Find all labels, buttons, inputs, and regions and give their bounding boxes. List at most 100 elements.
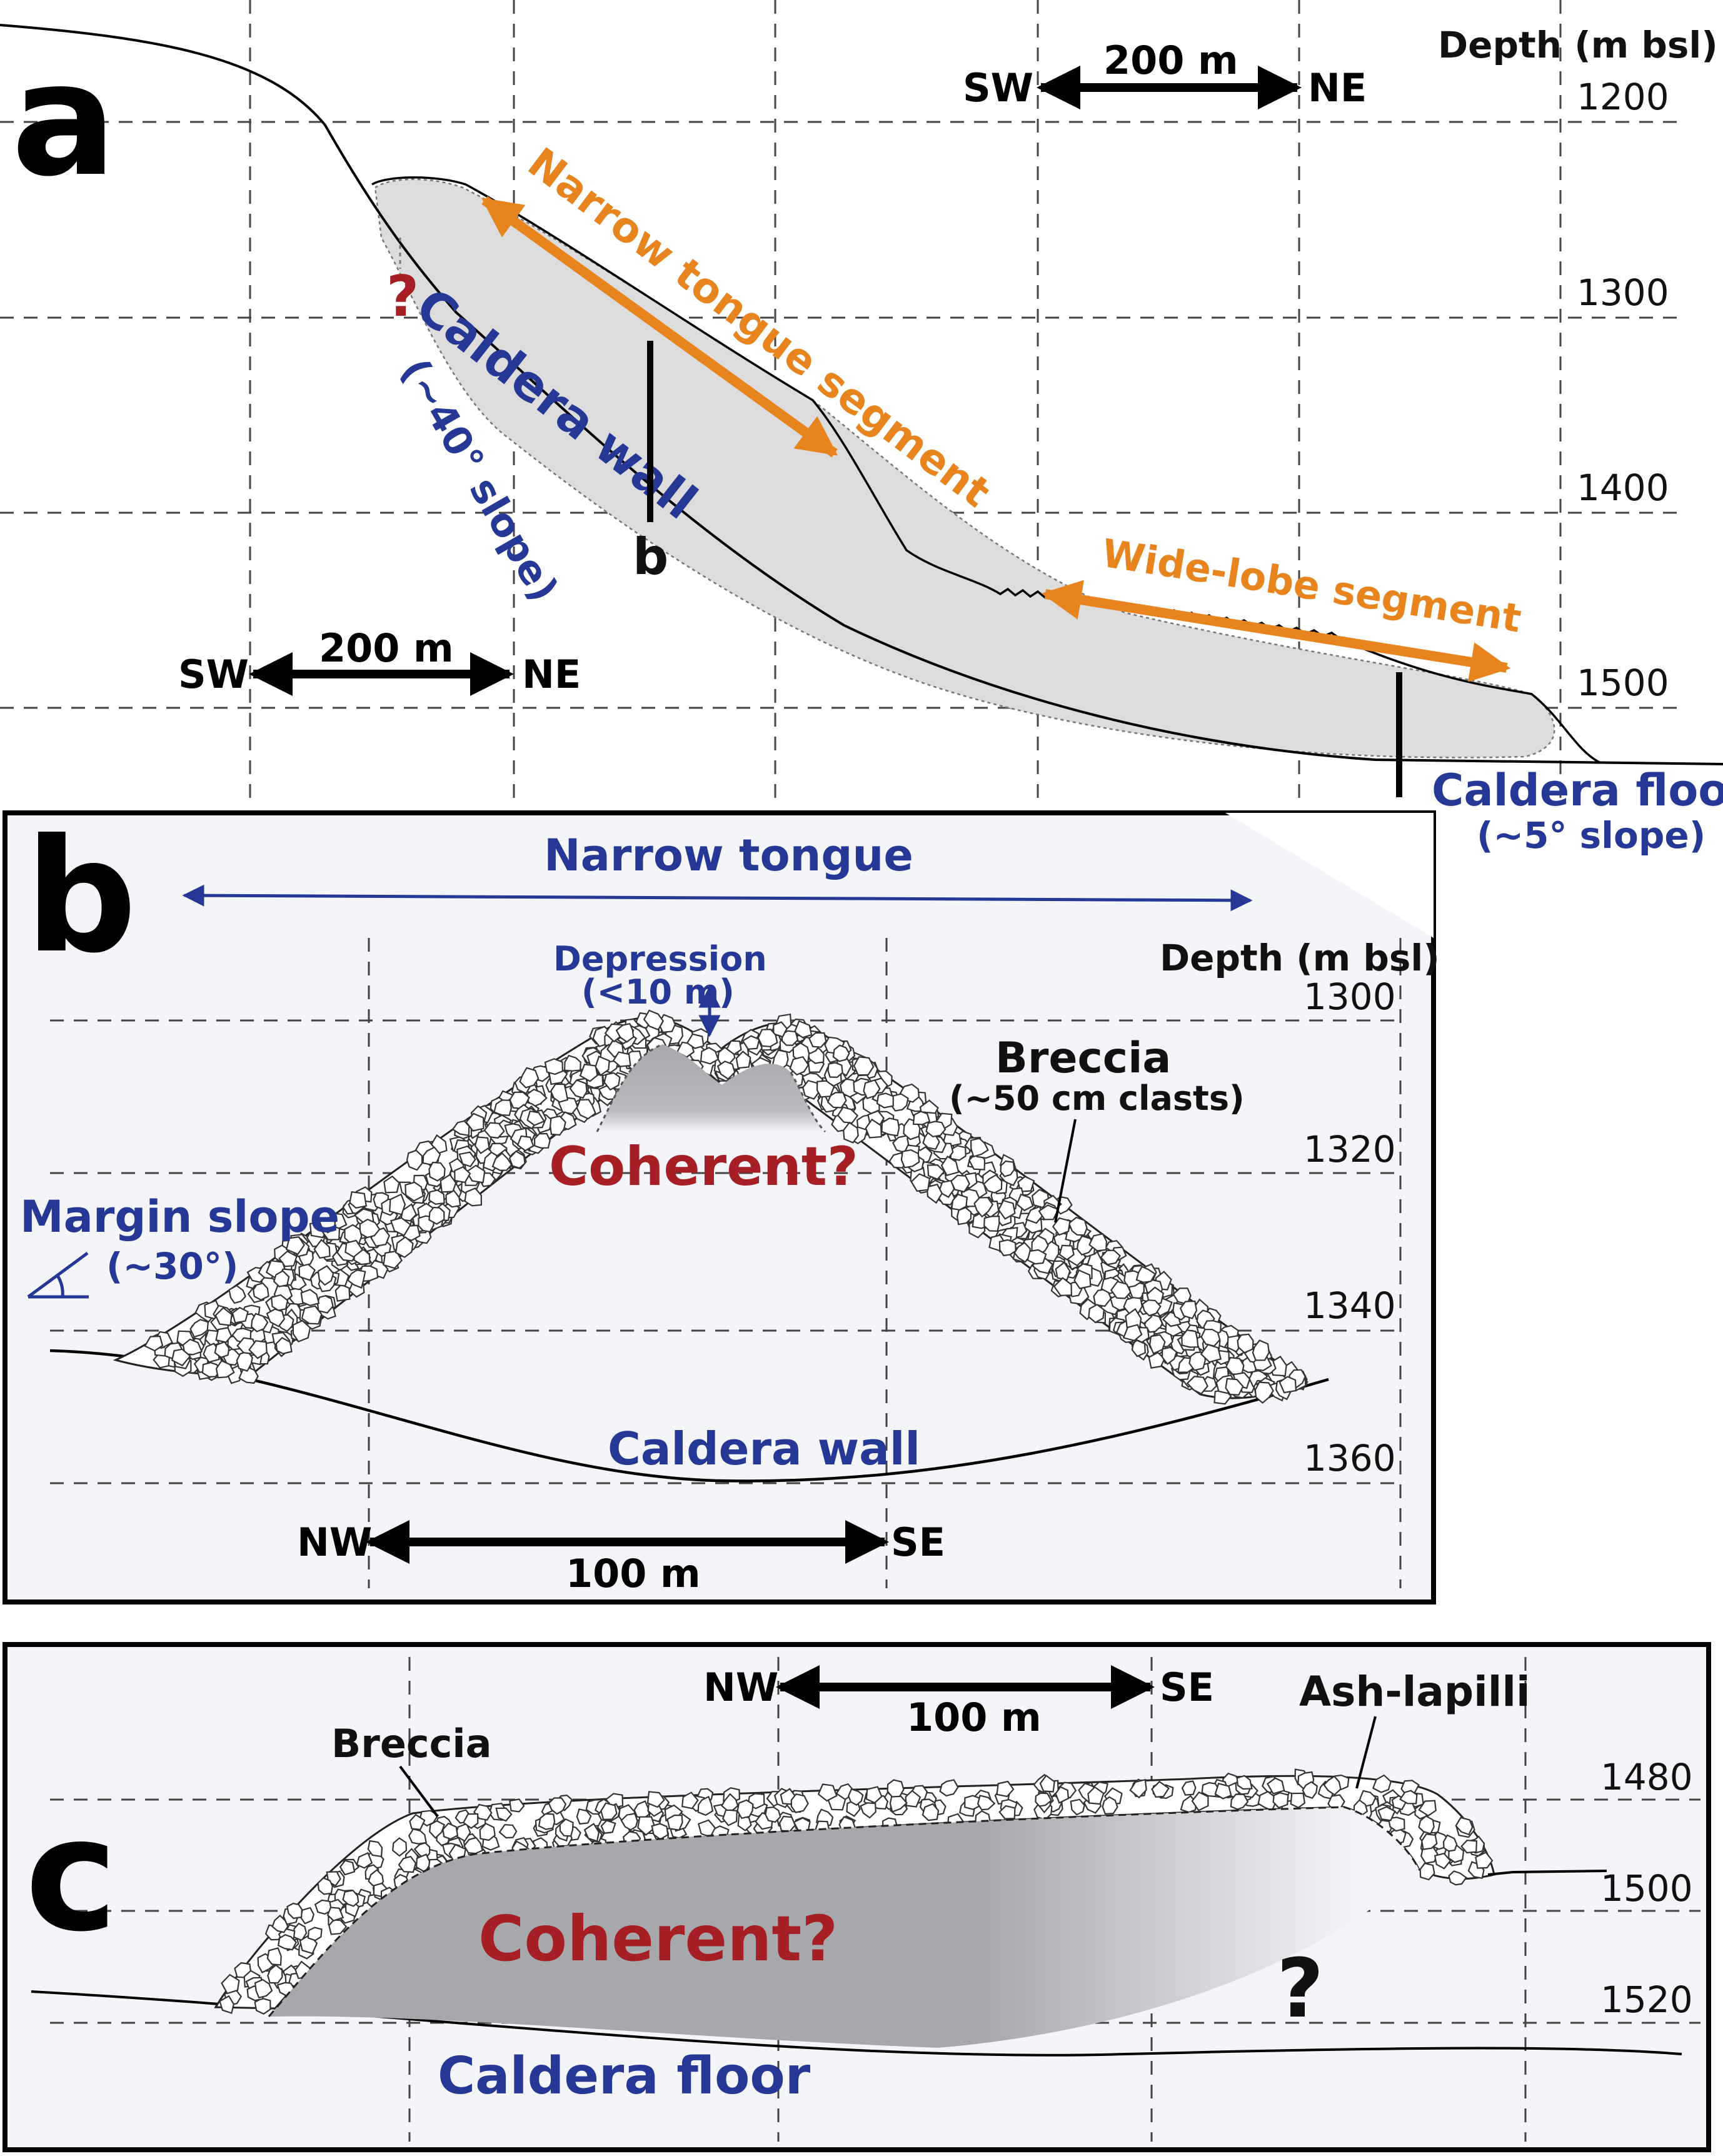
breccia-clast: [890, 1093, 909, 1112]
breccia-clast: [533, 1132, 551, 1149]
breccia-clast: [266, 1947, 282, 1966]
breccia-clast: [1055, 1786, 1070, 1804]
breccia-clast: [301, 1305, 323, 1325]
breccia-clast: [409, 1813, 426, 1831]
breccia-clast: [144, 1335, 164, 1352]
breccia-clast: [643, 1009, 665, 1031]
breccia-clast: [637, 1816, 656, 1836]
scale-top-ne: NE: [1308, 65, 1367, 111]
breccia-clast: [1387, 1816, 1405, 1832]
margin-slope-angle-label: (~30°): [106, 1245, 238, 1287]
scale-c-nw: NW: [703, 1665, 778, 1710]
breccia-size-label-b: (~50 cm clasts): [949, 1079, 1245, 1118]
breccia-clast: [559, 1818, 574, 1837]
breccia-clast: [563, 1054, 581, 1072]
breccia-clast: [1230, 1793, 1249, 1810]
breccia-clast: [925, 1121, 947, 1137]
breccia-clast: [383, 1250, 403, 1269]
breccia-clast: [1290, 1792, 1306, 1809]
breccia-clast: [983, 1174, 1003, 1194]
panel-a-depth-1200: 1200: [1577, 76, 1669, 118]
breccia-clast: [778, 1815, 796, 1833]
breccia-clast: [1448, 1870, 1467, 1886]
breccia-clast: [389, 1193, 406, 1216]
scale-bottom-ne: NE: [522, 652, 581, 697]
panel-b-letter: b: [25, 805, 137, 987]
breccia-clast: [1278, 1376, 1297, 1394]
breccia-clast: [1025, 1206, 1043, 1224]
breccia-clast: [406, 1149, 423, 1171]
scale-b-nw: NW: [297, 1519, 372, 1565]
ash-lapilli-leader: [1355, 1716, 1377, 1789]
breccia-clast: [950, 1174, 970, 1193]
breccia-clast: [1087, 1786, 1105, 1805]
caldera-wall-curve: [49, 1349, 1329, 1483]
breccia-clast: [550, 1083, 569, 1103]
breccia-clast: [1076, 1235, 1095, 1256]
breccia-clast: [977, 1795, 996, 1811]
breccia-clast: [1172, 1287, 1192, 1306]
breccia-clast: [344, 1239, 364, 1258]
breccia-clast: [1419, 1862, 1435, 1881]
breccia-clast: [1151, 1780, 1170, 1798]
breccia-clast: [1058, 1244, 1075, 1261]
panel-a-depth-1400: 1400: [1577, 466, 1669, 509]
breccia-clast: [1236, 1775, 1253, 1790]
breccia-clast: [1181, 1329, 1199, 1348]
panel-c-depth-1480: 1480: [1600, 1756, 1693, 1798]
breccia-clast: [428, 1161, 446, 1182]
panel-c-letter: c: [25, 1784, 118, 1966]
breccia-clast: [318, 1216, 336, 1234]
breccia-c-clasts: [219, 1768, 1494, 2015]
breccia-leader-b: [1054, 1119, 1077, 1223]
depression-label: Depression: [553, 939, 767, 979]
wide-lobe-segment-arrow: [1041, 580, 1511, 682]
breccia-clast: [1148, 1334, 1166, 1355]
panel-b-zoom-connector: [1225, 813, 1434, 938]
breccia-clast: [558, 1097, 578, 1115]
breccia-clast: [1161, 1346, 1178, 1366]
breccia-clast: [1073, 1269, 1092, 1289]
breccia-clast: [615, 1022, 635, 1043]
breccia-clast: [998, 1805, 1016, 1820]
breccia-clast: [700, 1047, 720, 1065]
breccia-clast: [910, 1173, 931, 1192]
breccia-clast: [926, 1183, 943, 1204]
breccia-clast: [741, 1035, 760, 1050]
caldera-floor-label-c: Caldera floor: [438, 2047, 811, 2106]
breccia-clast: [1100, 1249, 1121, 1266]
breccia-clast: [1214, 1782, 1232, 1800]
breccia-clast: [1055, 1261, 1071, 1281]
breccia-clast: [939, 1779, 959, 1797]
breccia-clast: [228, 1284, 246, 1304]
breccia-clast: [445, 1189, 461, 1208]
breccia-clast: [465, 1112, 485, 1132]
breccia-clast: [1372, 1774, 1392, 1793]
breccia-clast: [474, 1136, 490, 1154]
breccia-clast: [428, 1189, 445, 1205]
breccia-clast: [900, 1149, 920, 1169]
breccia-clast: [757, 1029, 778, 1047]
breccia-clast: [843, 1121, 859, 1144]
panel-c-depth-1520: 1520: [1600, 1978, 1693, 2021]
breccia-clast: [836, 1106, 859, 1124]
breccia-clast: [544, 1058, 563, 1075]
narrow-tongue-extent-arrow: [182, 884, 1253, 912]
ground-line-right-c: [1487, 1870, 1607, 1876]
breccia-clast: [666, 1814, 683, 1831]
breccia-clast: [189, 1319, 209, 1338]
breccia-clast: [251, 1312, 269, 1332]
breccia-clast: [236, 1351, 253, 1372]
breccia-clast: [1142, 1299, 1162, 1317]
breccia-clast: [998, 1199, 1016, 1220]
breccia-clast: [964, 1795, 981, 1810]
breccia-clast: [790, 1793, 809, 1813]
breccia-clast: [1323, 1775, 1342, 1796]
breccia-clast: [1302, 1781, 1318, 1800]
breccia-clast: [817, 1783, 838, 1802]
breccia-clast: [789, 1055, 810, 1076]
panel-c-frame: [3, 1642, 1711, 2152]
panel-a-depth-header: Depth (m bsl): [1438, 24, 1718, 66]
breccia-clast: [726, 1040, 742, 1055]
scale-bottom-sw: SW: [178, 652, 249, 697]
